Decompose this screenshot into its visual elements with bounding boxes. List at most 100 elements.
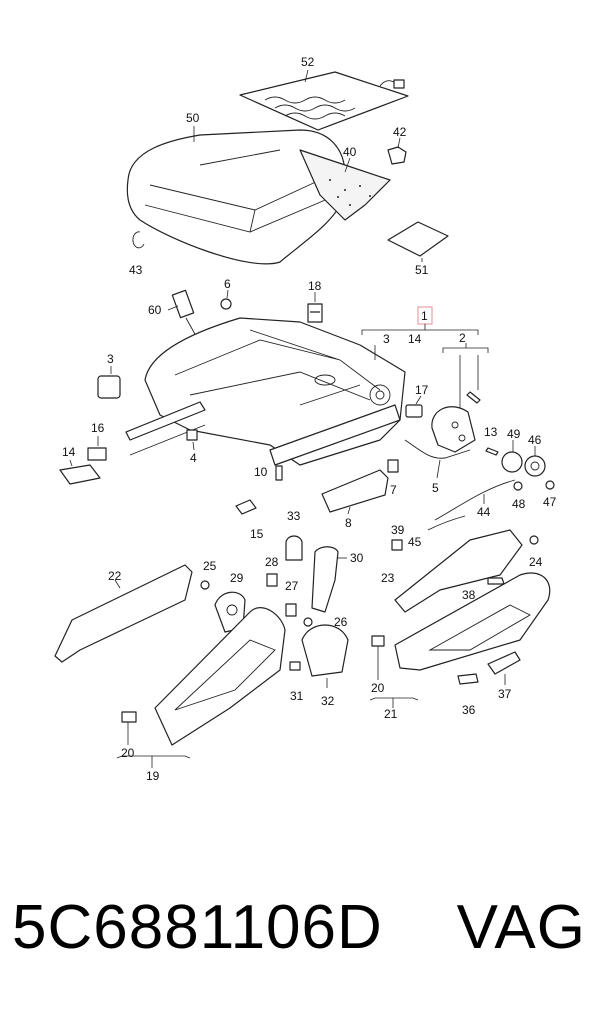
callout-7: 7 xyxy=(390,483,397,497)
bolt-10 xyxy=(275,465,283,481)
seat-belt-buckle xyxy=(171,289,201,337)
clip-16 xyxy=(87,447,107,461)
screw-13 xyxy=(485,447,499,456)
pad xyxy=(387,221,449,257)
callout-23: 23 xyxy=(381,571,395,585)
callout-47: 47 xyxy=(543,495,557,509)
callout-46: 46 xyxy=(528,433,542,447)
callout-3-top: 3 xyxy=(383,332,390,346)
callout-20-right: 20 xyxy=(371,681,385,695)
callout-31: 31 xyxy=(290,689,304,703)
side-panel-21 xyxy=(394,572,551,671)
trim-36 xyxy=(457,673,479,685)
trim-37 xyxy=(487,651,521,675)
callout-19: 19 xyxy=(146,769,160,783)
bolt xyxy=(220,298,232,310)
callout-33: 33 xyxy=(287,509,301,523)
callout-28: 28 xyxy=(265,555,279,569)
callout-18: 18 xyxy=(308,279,322,293)
rail-22 xyxy=(54,564,193,663)
cushion-insert xyxy=(299,149,391,221)
part-number: 5C6881106D xyxy=(12,893,383,962)
washer-48 xyxy=(513,481,523,491)
side-panel-19 xyxy=(154,607,286,746)
cable-45 xyxy=(427,515,466,531)
callout-10: 10 xyxy=(254,465,268,479)
callout-5: 5 xyxy=(432,481,439,495)
clip-20-right xyxy=(371,635,385,647)
callout-13: 13 xyxy=(484,425,498,439)
screw-25 xyxy=(200,580,210,590)
callout-21: 21 xyxy=(384,707,398,721)
callout-36: 36 xyxy=(462,703,476,717)
gear-49 xyxy=(501,451,523,473)
screw-26 xyxy=(303,617,313,627)
frame-23 xyxy=(394,529,523,613)
callout-8: 8 xyxy=(345,516,352,530)
adjuster-plate xyxy=(431,406,476,453)
callout-2: 2 xyxy=(459,331,466,345)
connector-clip xyxy=(387,146,407,165)
seat-frame xyxy=(144,317,406,466)
callout-45: 45 xyxy=(408,535,422,549)
clip-28 xyxy=(266,573,278,587)
callout-20-left: 20 xyxy=(121,746,135,760)
callout-14-top: 14 xyxy=(408,332,422,346)
stop xyxy=(186,429,198,441)
callout-60: 60 xyxy=(148,303,162,317)
callout-48: 48 xyxy=(512,497,526,511)
clip-33 xyxy=(285,535,303,561)
end-cap xyxy=(59,464,101,485)
callout-22: 22 xyxy=(108,569,122,583)
clip-27 xyxy=(285,603,297,617)
callout-32: 32 xyxy=(321,694,335,708)
callout-52: 52 xyxy=(301,55,315,69)
callout-49: 49 xyxy=(507,427,521,441)
callout-3-left: 3 xyxy=(107,352,114,366)
callout-1: 1 xyxy=(421,309,428,323)
callout-4: 4 xyxy=(190,451,197,465)
screw-31 xyxy=(289,661,301,671)
clip-15 xyxy=(235,499,257,515)
callout-51: 51 xyxy=(415,263,429,277)
callout-38: 38 xyxy=(462,588,476,602)
cable-5 xyxy=(404,439,471,459)
seat-rail xyxy=(97,375,206,456)
gear-46 xyxy=(524,455,546,477)
cap-32 xyxy=(301,624,349,677)
callout-6: 6 xyxy=(224,277,231,291)
clip-7 xyxy=(387,459,399,473)
brand-label: VAG xyxy=(456,893,586,962)
washer-47 xyxy=(545,480,555,490)
callout-16: 16 xyxy=(91,421,105,435)
callout-44: 44 xyxy=(477,505,491,519)
callout-17: 17 xyxy=(415,383,429,397)
bracket xyxy=(307,303,323,323)
callout-43: 43 xyxy=(129,263,143,277)
callout-40: 40 xyxy=(343,145,357,159)
callout-50: 50 xyxy=(186,111,200,125)
callout-42: 42 xyxy=(393,125,407,139)
spring-38 xyxy=(487,577,505,585)
cable-44 xyxy=(434,479,516,521)
seat-heating-mat xyxy=(239,71,409,131)
callout-15: 15 xyxy=(250,527,264,541)
parts-diagram: 52 50 42 40 43 51 6 18 60 1 3 14 2 3 17 … xyxy=(54,55,557,783)
cover-30 xyxy=(311,546,339,613)
clip-39 xyxy=(391,539,403,551)
trim-8 xyxy=(321,469,389,513)
callout-30: 30 xyxy=(350,551,364,565)
screw xyxy=(466,391,481,404)
clip-20-left xyxy=(121,711,137,723)
cover-cap xyxy=(405,404,423,418)
callout-25: 25 xyxy=(203,559,217,573)
callout-24: 24 xyxy=(529,555,543,569)
callout-29: 29 xyxy=(230,571,244,585)
retaining-ring xyxy=(132,231,145,249)
callout-37: 37 xyxy=(498,687,512,701)
callout-27: 27 xyxy=(285,579,299,593)
screw-24 xyxy=(529,535,539,545)
seat-cushion xyxy=(126,129,346,265)
callout-26: 26 xyxy=(334,615,348,629)
callout-14-left: 14 xyxy=(62,445,76,459)
